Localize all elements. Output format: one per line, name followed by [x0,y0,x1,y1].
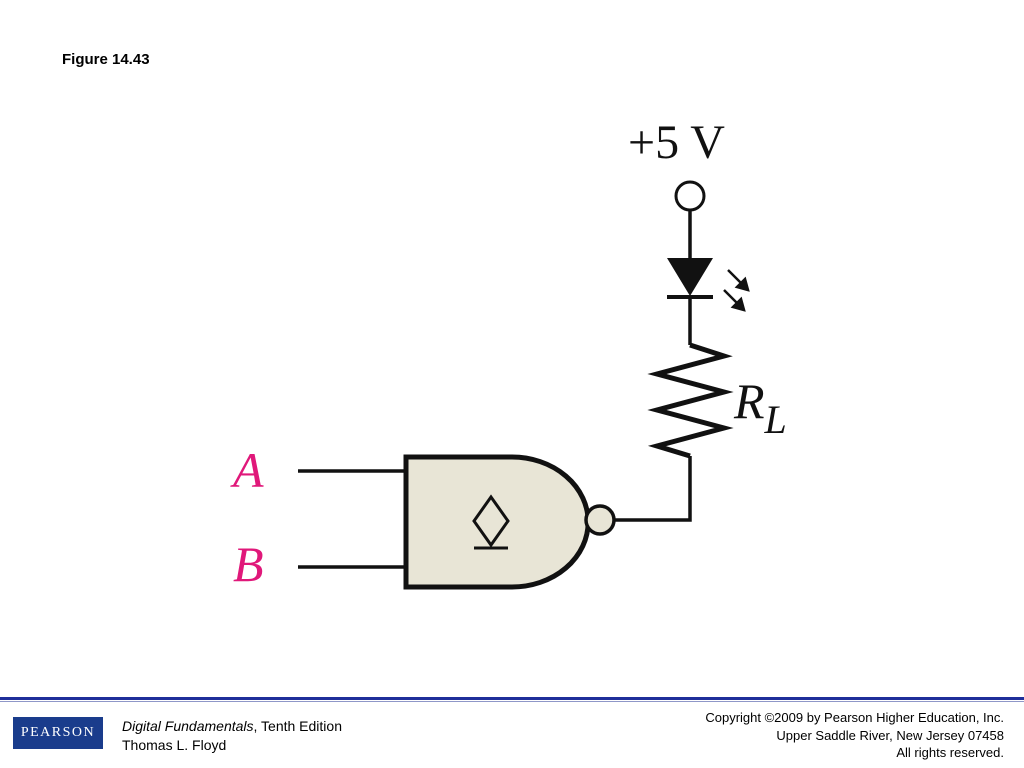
footer-rule-secondary [0,701,1024,702]
book-author: Thomas L. Floyd [122,737,227,753]
nand-gate-body [403,454,591,590]
wire-resistor-to-output [615,456,692,522]
book-title: Digital Fundamentals [122,718,254,734]
supply-terminal [674,180,706,212]
supply-voltage-label: +5 V [628,116,725,169]
figure-label: Figure 14.43 [62,51,150,68]
resistor-rl [647,342,734,459]
led-light-arrows [723,269,750,312]
resistor-label-main: R [733,373,765,429]
book-credit: Digital Fundamentals, Tenth Edition Thom… [122,717,342,755]
resistor-label-subscript: L [764,397,787,442]
led [667,258,750,312]
nand-inversion-bubble [584,504,616,536]
copyright-notice: Copyright ©2009 by Pearson Higher Educat… [705,709,1004,762]
input-label-b: B [233,536,264,592]
resistor-label: RL [733,373,787,442]
input-label-a: A [230,442,264,498]
copyright-line-1: Copyright ©2009 by Pearson Higher Educat… [705,710,1004,725]
circuit-diagram: +5 V RL A B [230,116,787,592]
copyright-line-3: All rights reserved. [896,745,1004,760]
copyright-line-2: Upper Saddle River, New Jersey 07458 [776,727,1004,743]
pearson-logo: PEARSON [13,717,103,749]
led-diode-triangle [667,258,713,296]
open-collector-symbol [472,494,510,550]
pearson-logo-text: PEARSON [20,725,96,740]
book-edition: , Tenth Edition [253,718,342,734]
footer-rule [0,697,1024,700]
